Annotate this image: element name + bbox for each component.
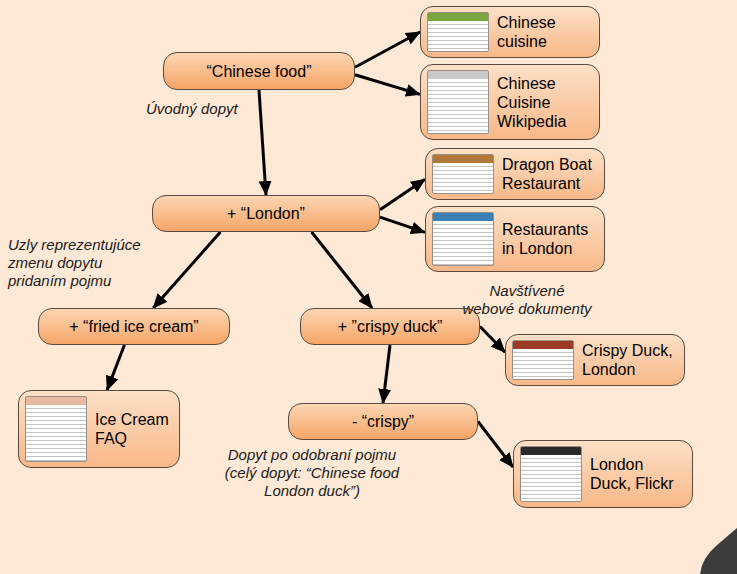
document-box: London Duck, Flickr [513,440,693,508]
node-text: “Chinese food” [170,62,348,81]
page-thumbnail [427,12,489,52]
note-label: Navštívené webové dokumenty [462,282,592,318]
document-box: Dragon Boat Restaurant [425,148,605,200]
connector-arrow [380,217,425,232]
node-title: Ice Cream FAQ [95,410,173,448]
page-thumbnail [520,446,582,502]
node-text: + ”crispy duck” [307,317,473,336]
node-title: + “fried ice cream” [45,317,223,336]
connector-arrow [478,422,513,468]
note-label: Uzly reprezentujúce zmenu dopytu pridaní… [8,236,163,290]
page-thumbnail [512,340,574,380]
node-title: “Chinese food” [170,62,348,81]
node-text: Ice Cream FAQ [95,410,173,448]
document-box: Crispy Duck, London [505,334,685,386]
connector-arrow [355,32,420,67]
node-title: + “London” [159,204,373,223]
page-thumbnail [432,154,494,194]
document-box: Chinese Cuisine Wikipedia [420,64,600,140]
page-thumbnail [432,212,494,266]
node-title: - “crispy” [295,412,471,431]
node-title: Dragon Boat Restaurant [502,155,598,193]
document-box: Restaurants in London [425,206,605,272]
connector-arrow [380,179,425,210]
page-thumbnail [25,396,87,462]
query-box: + ”crispy duck” [300,308,480,345]
query-box: - “crispy” [288,403,478,440]
node-text: Chinese Cuisine Wikipedia [497,74,593,131]
connector-arrow [383,345,390,403]
connector-arrow [153,232,220,308]
corner-ornament [700,528,737,574]
query-box: + “London” [152,195,380,232]
node-title: Restaurants in London [502,220,598,258]
note-label: Úvodný dopyt [146,100,251,118]
page-thumbnail [427,70,489,134]
query-box: + “fried ice cream” [38,308,230,345]
node-title: London Duck, Flickr [590,455,686,493]
node-title: Chinese Cuisine Wikipedia [497,74,593,131]
node-title: Chinese cuisine [497,13,593,51]
node-title: Crispy Duck, London [582,341,678,379]
node-text: Dragon Boat Restaurant [502,155,598,193]
note-label: Dopyt po odobraní pojmu (celý dopyt: “Ch… [212,446,412,500]
query-box: “Chinese food” [163,52,355,90]
node-text: Chinese cuisine [497,13,593,51]
connector-arrow [107,345,124,390]
node-text: + “fried ice cream” [45,317,223,336]
node-text: Crispy Duck, London [582,341,678,379]
document-box: Chinese cuisine [420,6,600,58]
node-text: London Duck, Flickr [590,455,686,493]
node-text: - “crispy” [295,412,471,431]
node-title: + ”crispy duck” [307,317,473,336]
connector-arrow [355,75,420,95]
document-box: Ice Cream FAQ [18,390,180,468]
connector-arrow [480,327,505,353]
node-text: Restaurants in London [502,220,598,258]
connector-arrow [312,232,372,308]
connector-arrow [259,90,266,195]
node-text: + “London” [159,204,373,223]
